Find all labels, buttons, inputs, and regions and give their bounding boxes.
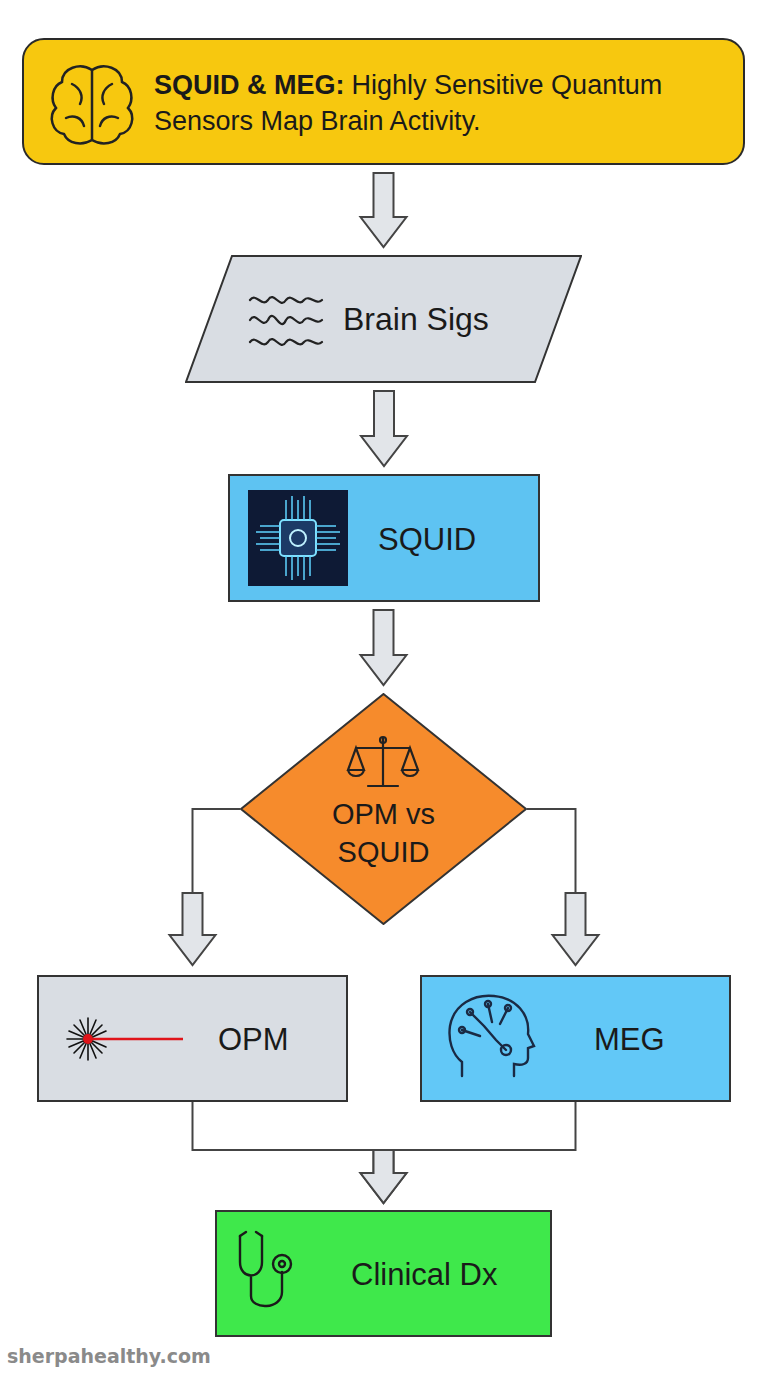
text-holder: Clinical Dx xyxy=(351,1212,541,1339)
input-parallelogram: Brain Sigs xyxy=(185,255,582,383)
wave-line xyxy=(250,316,322,324)
brain-icon xyxy=(52,66,132,143)
block-arrow xyxy=(170,893,216,965)
node-label: SQUID xyxy=(378,522,476,557)
text-holder: SQUID & MEG:Highly Sensitive Quantum Sen… xyxy=(154,40,674,167)
process-box: OPM xyxy=(37,975,348,1102)
connector xyxy=(193,1102,407,1203)
scales-post xyxy=(356,738,410,786)
shape-fill xyxy=(186,256,581,382)
sensor-dot xyxy=(467,1009,473,1015)
chip-icon xyxy=(248,490,348,586)
connector-line xyxy=(193,1102,384,1150)
stethoscope-ear xyxy=(240,1232,262,1236)
shape-fill xyxy=(241,694,526,924)
block-arrow xyxy=(361,173,407,247)
text-holder: OPM xyxy=(218,977,338,1104)
stethoscope-chest xyxy=(273,1255,291,1273)
connector xyxy=(361,391,407,466)
laser-icon xyxy=(67,1018,183,1060)
wave-line xyxy=(250,339,322,345)
stethoscope-chest-inner xyxy=(279,1261,285,1267)
process-box: MEG xyxy=(420,975,731,1102)
chip-core xyxy=(290,530,306,546)
wave-line xyxy=(250,297,322,303)
node-label: OPM vs SQUID xyxy=(332,798,435,868)
stethoscope-tube xyxy=(240,1236,282,1306)
decision-diamond: OPM vs SQUID xyxy=(240,693,527,925)
block-arrow xyxy=(361,391,407,466)
laser-beam xyxy=(88,1038,183,1041)
node-label: Brain Sigs xyxy=(343,301,489,337)
burst-rays xyxy=(67,1018,106,1060)
scales-knob xyxy=(380,737,386,743)
text-holder: SQUID xyxy=(378,476,528,604)
node-label: MEG xyxy=(594,1022,665,1057)
connector-line xyxy=(527,809,576,893)
chip-traces xyxy=(256,496,340,580)
laser-burst xyxy=(67,1018,106,1060)
block-arrow xyxy=(361,1150,407,1203)
watermark: sherpahealthy.com xyxy=(7,1345,211,1367)
wave-icon xyxy=(250,297,322,345)
scales-pan xyxy=(348,748,364,776)
connector xyxy=(170,809,241,965)
sensor-dot xyxy=(501,1045,511,1055)
head-icon xyxy=(450,996,535,1076)
title-heading: SQUID & MEG: xyxy=(154,70,345,100)
process-box: SQUID xyxy=(228,474,540,602)
text-block: OPM xyxy=(218,1020,338,1061)
text-block: MEG xyxy=(594,1020,714,1061)
node-label: Clinical Dx xyxy=(351,1257,497,1292)
node-label: OPM xyxy=(218,1022,289,1057)
chip-trace xyxy=(286,556,310,580)
block-arrow xyxy=(553,893,599,965)
connector-line xyxy=(384,1102,576,1150)
chip-trace xyxy=(286,496,310,520)
connector xyxy=(361,610,407,685)
text-block: OPM vs SQUID xyxy=(323,795,444,872)
connector xyxy=(361,173,407,247)
title-box: SQUID & MEG:Highly Sensitive Quantum Sen… xyxy=(22,38,745,165)
sensor-wires xyxy=(462,1004,508,1050)
connector xyxy=(361,1102,576,1203)
chip-body xyxy=(280,520,316,556)
text-block: Clinical Dx xyxy=(351,1255,541,1296)
sensor-dot xyxy=(505,1005,511,1011)
text-holder: MEG xyxy=(594,977,714,1104)
chip-trace xyxy=(256,526,280,550)
stethoscope-icon xyxy=(240,1232,291,1306)
terminal-box: Clinical Dx xyxy=(215,1210,552,1337)
sensor-dot xyxy=(459,1027,465,1033)
block-arrow xyxy=(361,1150,407,1203)
text-block: SQUID xyxy=(378,520,528,561)
text-block: Brain Sigs xyxy=(343,298,543,340)
head-profile xyxy=(450,996,535,1076)
text-holder: Brain Sigs xyxy=(343,255,543,383)
laser-core xyxy=(83,1034,93,1044)
scales-icon xyxy=(348,737,418,786)
connector-line xyxy=(193,809,241,893)
chip-background xyxy=(248,490,348,586)
scales-pan xyxy=(402,748,418,776)
block-arrow xyxy=(361,610,407,685)
brain-fold xyxy=(66,84,118,126)
text-block: SQUID & MEG:Highly Sensitive Quantum Sen… xyxy=(154,68,674,139)
connector xyxy=(527,809,599,965)
text-holder: OPM vs SQUID xyxy=(323,793,444,873)
chip-trace xyxy=(316,526,340,550)
sensor-dot xyxy=(485,1001,491,1007)
brain-outline xyxy=(52,66,132,143)
brain-midline xyxy=(91,70,94,140)
